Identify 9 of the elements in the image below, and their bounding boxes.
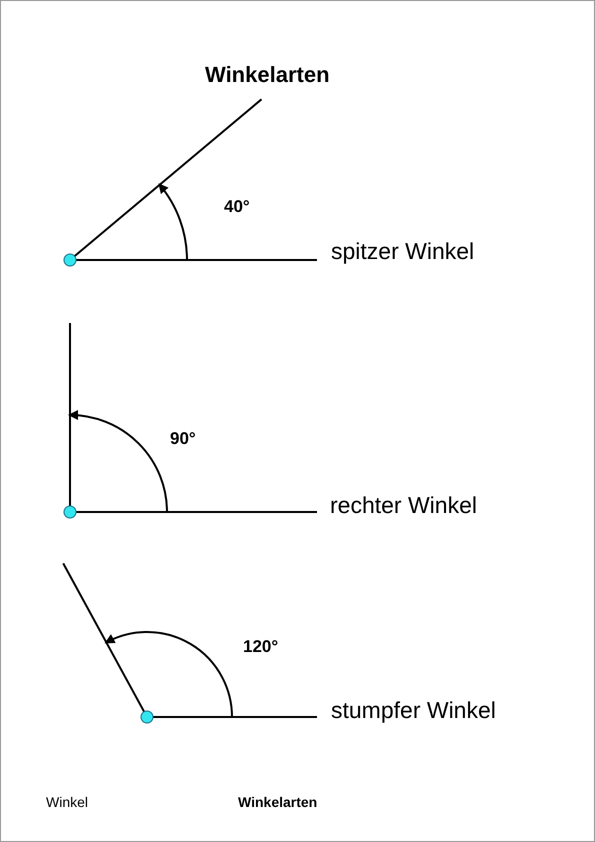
angle-value: 120° xyxy=(243,638,278,655)
angle-value: 40° xyxy=(224,198,250,215)
angle-value: 90° xyxy=(170,430,196,447)
footer-text: Winkel xyxy=(46,795,88,809)
angle-type-label: rechter Winkel xyxy=(330,494,477,517)
angle-type-label: spitzer Winkel xyxy=(331,240,474,263)
footer-text: Winkelarten xyxy=(238,795,318,809)
title: Winkelarten xyxy=(205,64,330,86)
angle-type-label: stumpfer Winkel xyxy=(331,699,496,722)
